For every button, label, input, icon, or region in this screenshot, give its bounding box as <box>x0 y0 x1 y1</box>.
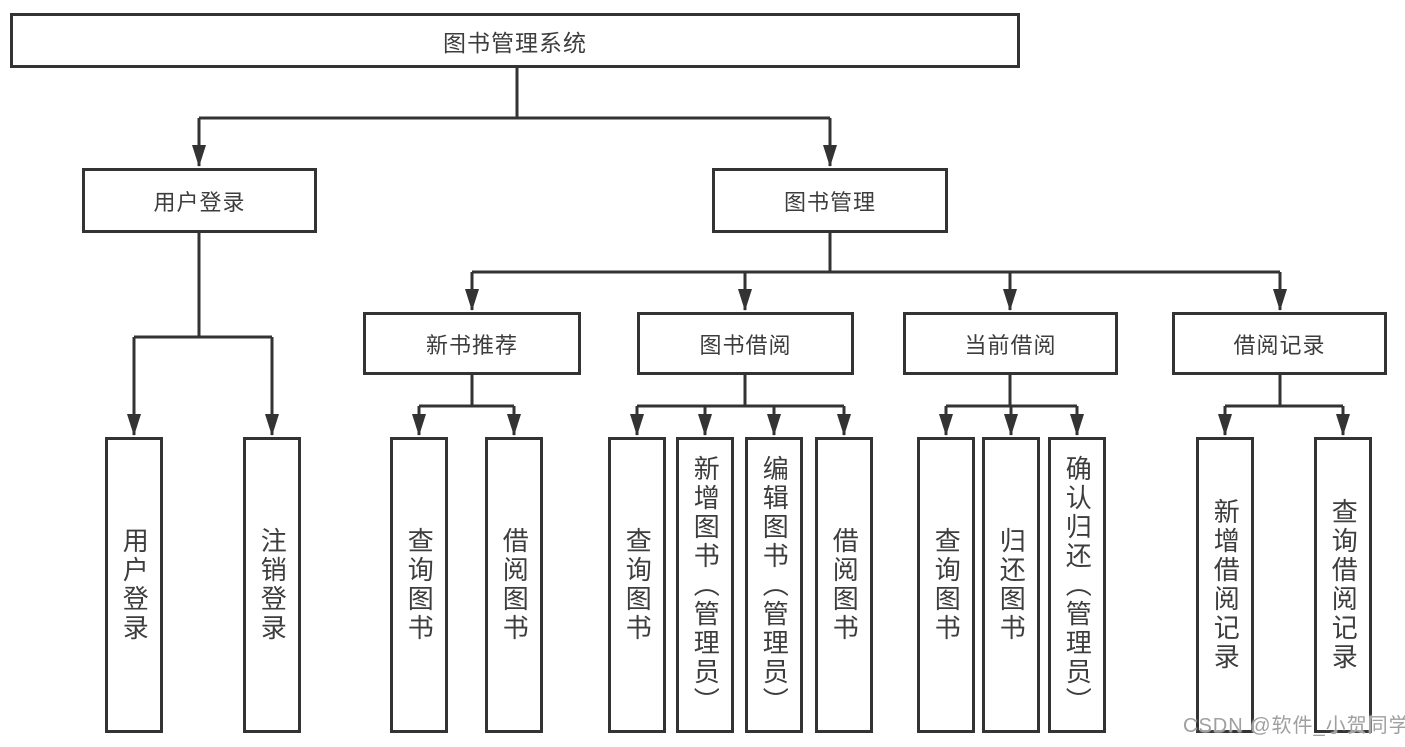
node-root-label: 图书管理系统 <box>443 29 587 56</box>
node-new-books: 新书推荐 <box>363 312 581 375</box>
node-book-borrow-label: 图书借阅 <box>699 332 792 358</box>
leaf-logout: 注销登录 <box>243 437 301 733</box>
leaf-currentborrow-query: 查询图书 <box>917 437 975 733</box>
leaf-records-add: 新增借阅记录 <box>1196 437 1254 733</box>
node-user-login-label: 用户登录 <box>153 189 246 215</box>
leaf-bookborrow-query-label: 查询图书 <box>622 527 653 643</box>
leaf-records-query: 查询借阅记录 <box>1314 437 1372 733</box>
leaf-bookborrow-query: 查询图书 <box>608 437 666 733</box>
node-book-mgmt-label: 图书管理 <box>783 189 876 215</box>
leaf-newbooks-borrow-label: 借阅图书 <box>499 527 530 643</box>
leaf-bookborrow-edit-label: 编辑图书（管理员） <box>759 454 790 716</box>
leaf-newbooks-query-label: 查询图书 <box>404 527 435 643</box>
node-current-borrow-label: 当前借阅 <box>964 332 1057 358</box>
node-book-borrow: 图书借阅 <box>637 312 854 375</box>
leaf-records-query-label: 查询借阅记录 <box>1328 498 1359 672</box>
node-borrow-records-label: 借阅记录 <box>1233 332 1326 358</box>
leaf-newbooks-borrow: 借阅图书 <box>485 437 543 733</box>
leaf-records-add-label: 新增借阅记录 <box>1210 498 1241 672</box>
leaf-currentborrow-confirm: 确认归还（管理员） <box>1048 437 1106 733</box>
node-user-login: 用户登录 <box>82 168 317 233</box>
leaf-bookborrow-borrow: 借阅图书 <box>815 437 873 733</box>
leaf-currentborrow-return-label: 归还图书 <box>996 527 1027 643</box>
leaf-currentborrow-confirm-label: 确认归还（管理员） <box>1062 454 1093 716</box>
leaf-login-label: 用户登录 <box>119 527 150 643</box>
csdn-watermark: CSDN @软件_小贺同学 <box>1183 715 1405 737</box>
leaf-bookborrow-add: 新增图书（管理员） <box>676 437 734 733</box>
leaf-bookborrow-add-label: 新增图书（管理员） <box>690 454 721 716</box>
node-new-books-label: 新书推荐 <box>425 332 518 358</box>
leaf-bookborrow-edit: 编辑图书（管理员） <box>745 437 803 733</box>
leaf-logout-label: 注销登录 <box>257 527 288 643</box>
leaf-currentborrow-query-label: 查询图书 <box>931 527 962 643</box>
leaf-bookborrow-borrow-label: 借阅图书 <box>829 527 860 643</box>
leaf-currentborrow-return: 归还图书 <box>982 437 1040 733</box>
node-book-mgmt: 图书管理 <box>712 168 948 233</box>
leaf-newbooks-query: 查询图书 <box>390 437 448 733</box>
node-borrow-records: 借阅记录 <box>1172 312 1387 375</box>
node-current-borrow: 当前借阅 <box>903 312 1118 375</box>
node-root: 图书管理系统 <box>10 13 1020 68</box>
leaf-login: 用户登录 <box>105 437 163 733</box>
